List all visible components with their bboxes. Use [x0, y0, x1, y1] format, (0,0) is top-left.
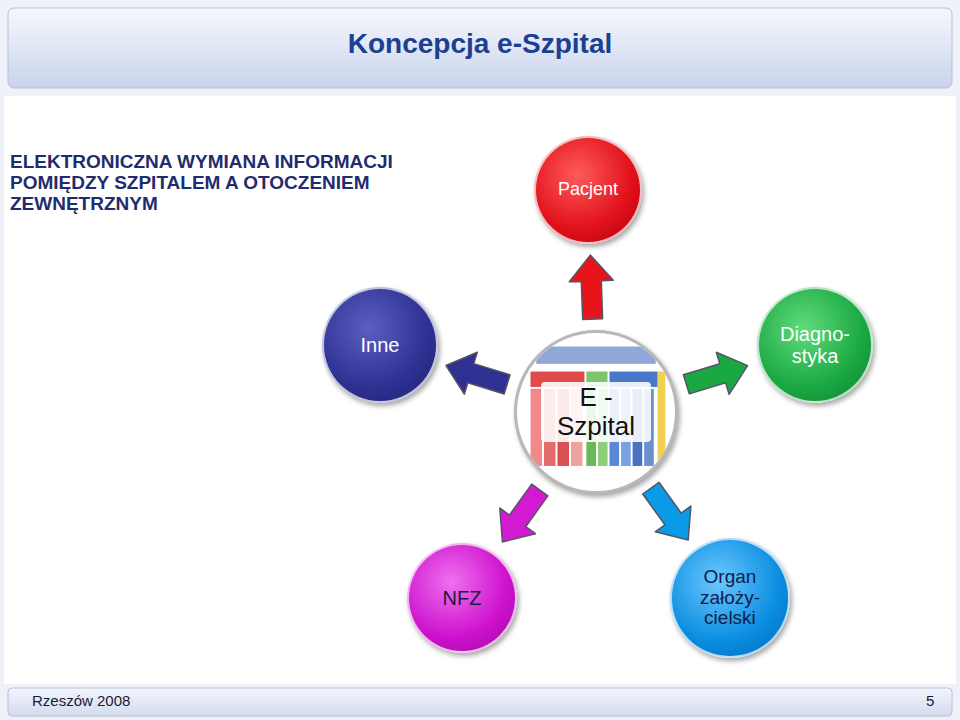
node-label: Pacjent — [543, 180, 633, 200]
node-label: E - Szpital — [541, 382, 651, 441]
block-arrow — [500, 484, 548, 542]
slide-subtitle: ELEKTRONICZNA WYMIANA INFORMACJI POMIĘDZ… — [10, 152, 490, 215]
node-label: Diagno- styka — [775, 323, 855, 367]
block-arrow — [569, 255, 613, 319]
node-label: Inne — [335, 334, 425, 356]
block-arrow — [446, 352, 510, 394]
hospital-circle: E - Szpital — [514, 330, 678, 494]
slide-title: Koncepcja e-Szpital — [0, 28, 960, 60]
founder-circle: Organ założy- cielski — [670, 538, 789, 657]
other-circle: Inne — [322, 287, 438, 403]
footer-text: Rzeszów 2008 — [32, 692, 130, 709]
node-label: Organ założy- cielski — [689, 567, 771, 630]
diagnostics-circle: Diagno- styka — [757, 287, 873, 403]
node-label: NFZ — [422, 587, 502, 609]
block-arrow — [683, 352, 747, 394]
patient-circle: Pacjent — [534, 136, 642, 244]
block-arrow — [643, 482, 691, 540]
page-number: 5 — [926, 692, 934, 709]
nfz-circle: NFZ — [407, 543, 517, 653]
